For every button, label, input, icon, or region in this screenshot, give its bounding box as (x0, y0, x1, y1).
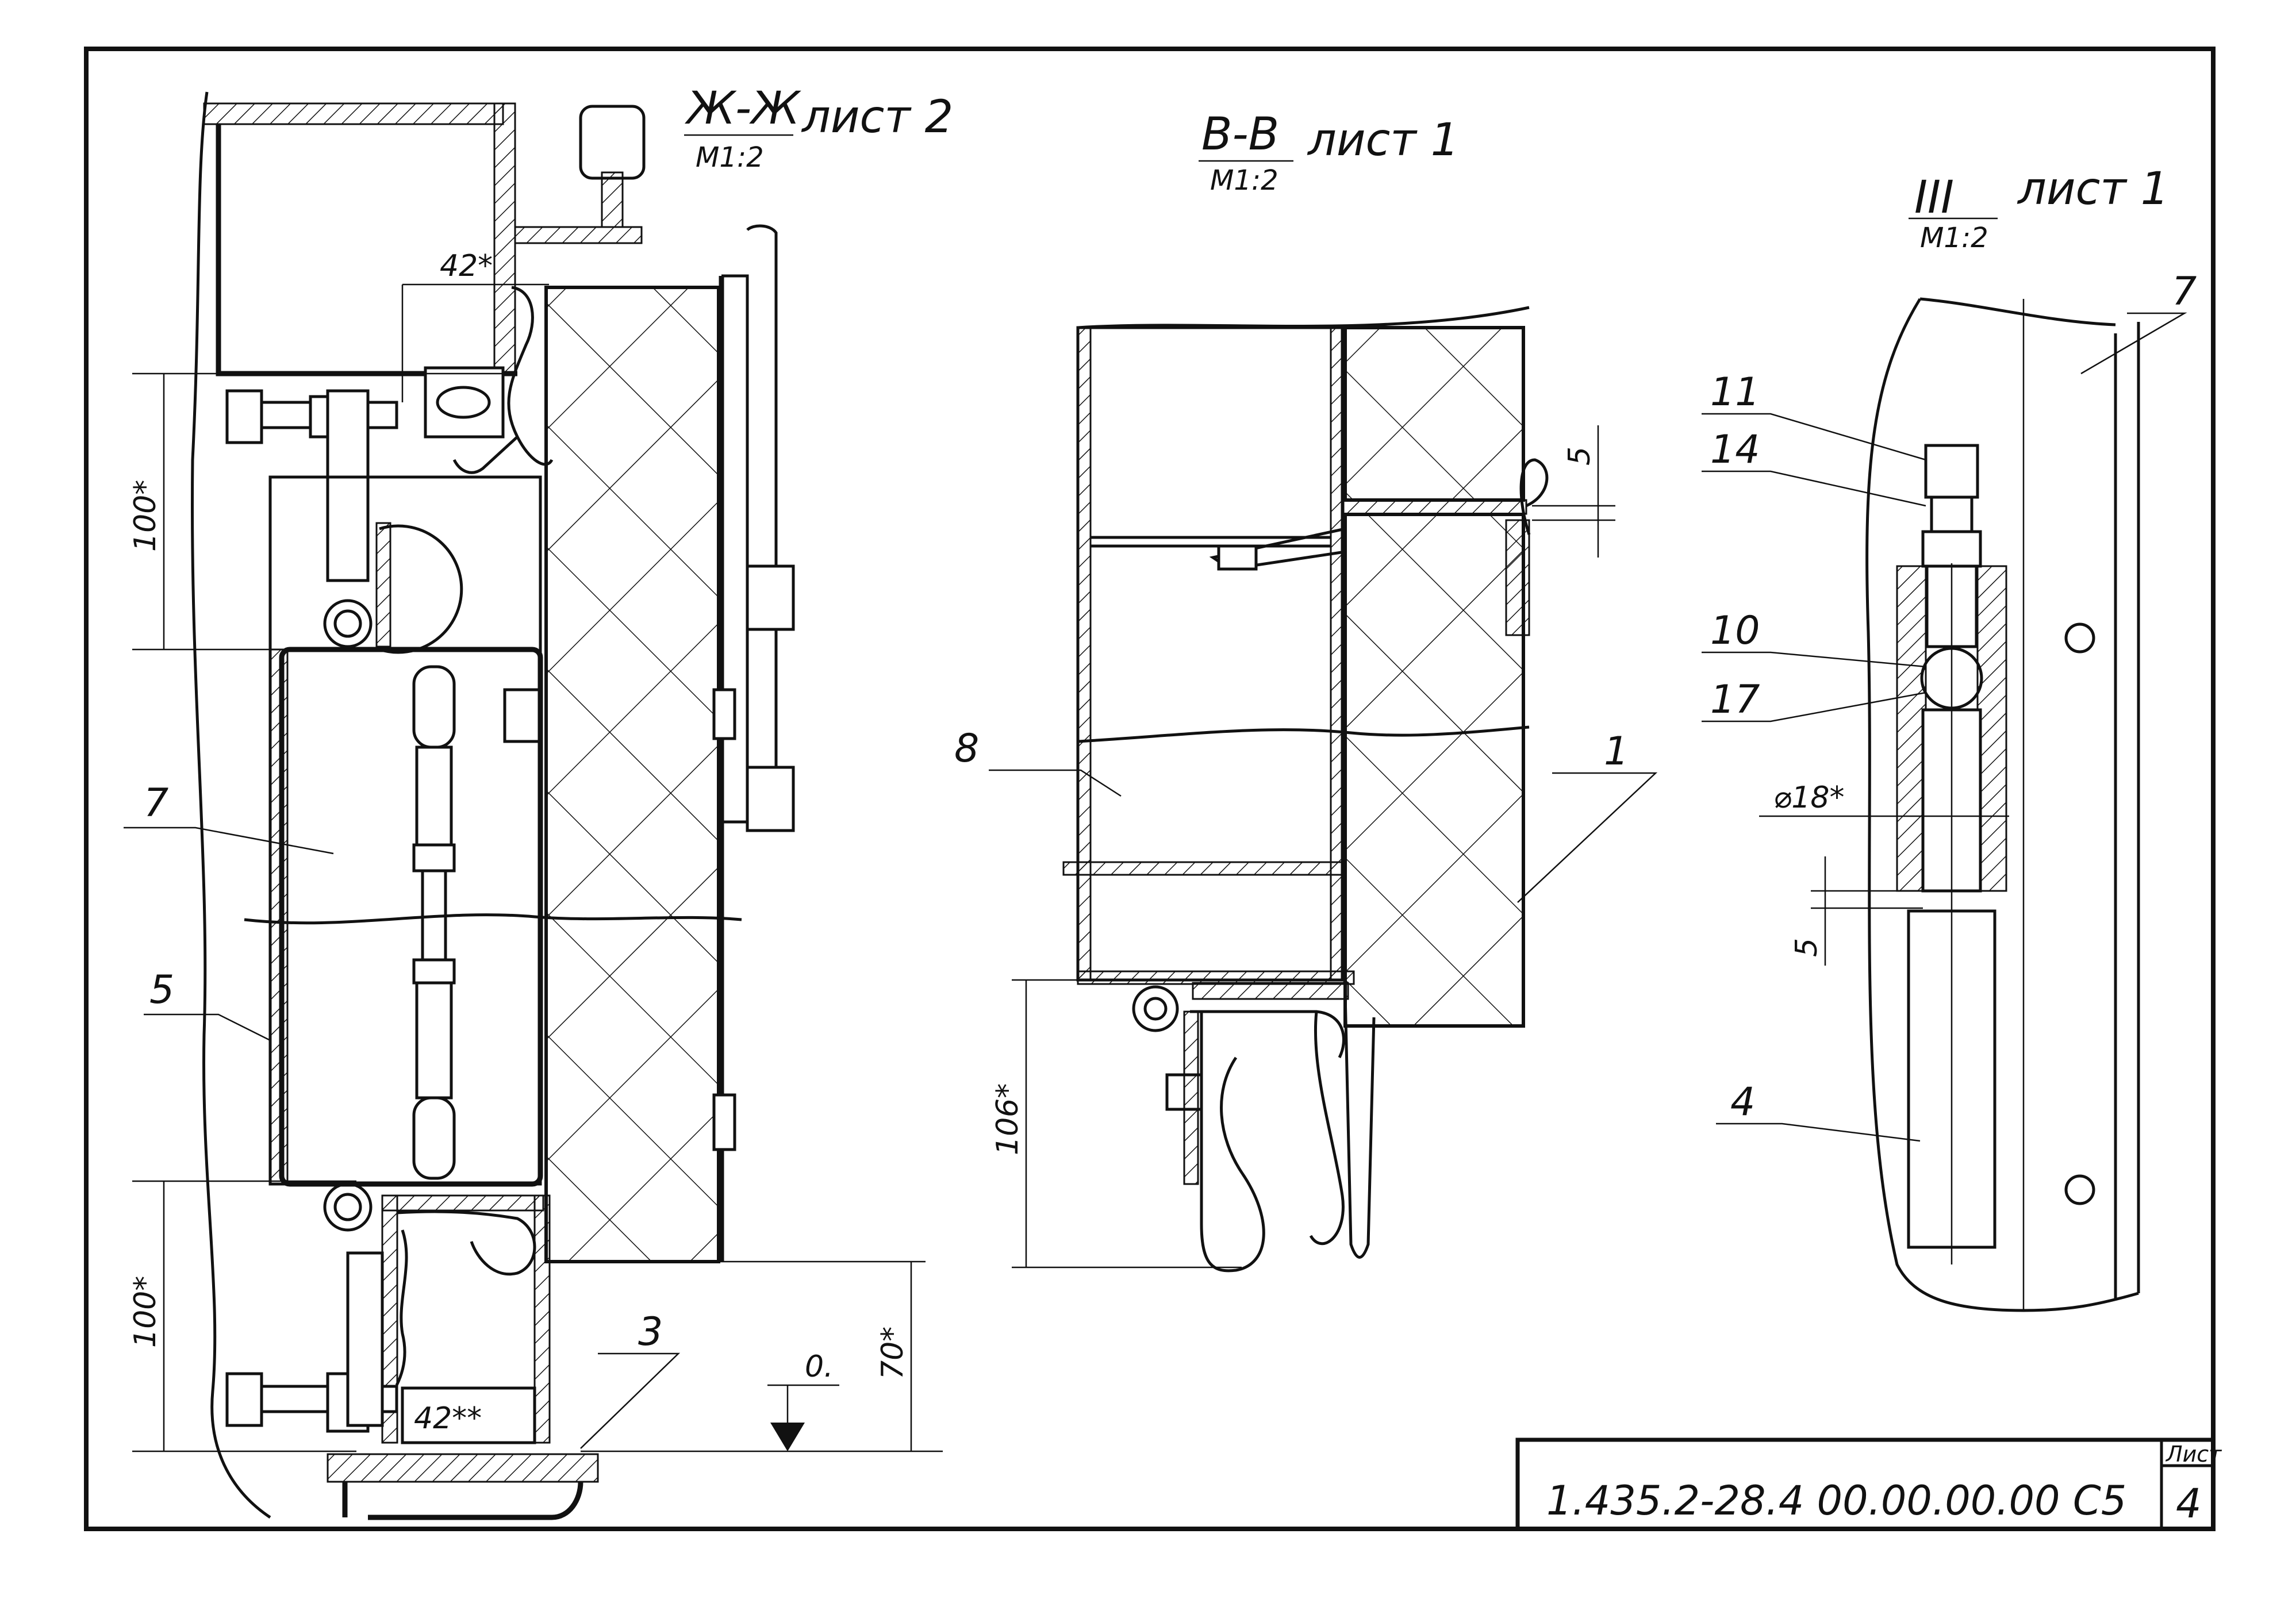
leader-3 (580, 1352, 681, 1449)
leader-7a (124, 827, 334, 855)
dimension-5-middle: 5 (1562, 447, 1597, 466)
svg-text:Ж-Ж: Ж-Ж (685, 83, 801, 134)
svg-text:М1:2: М1:2 (1920, 222, 1988, 254)
dimension-100-bottom: 100* (128, 1276, 163, 1348)
svg-text:III: III (1914, 172, 1954, 224)
leader-5 (144, 1013, 271, 1041)
section-title-iii: III М1:2 лист 1 (1909, 163, 2169, 254)
position-7-left: 7 (144, 781, 168, 826)
position-10: 10 (1710, 608, 1760, 654)
sheet-frame (84, 47, 2216, 1531)
position-17: 17 (1710, 677, 1760, 722)
position-7-detail: 7 (2172, 269, 2197, 314)
right-detail-view (1702, 297, 2187, 1312)
sheet-label: Лист (2165, 1442, 2222, 1467)
svg-text:В-В: В-В (1201, 109, 1279, 160)
position-14: 14 (1710, 427, 1760, 472)
dimension-42-bottom: 42** (414, 1401, 482, 1436)
position-11: 11 (1710, 370, 1760, 415)
svg-text:лист 1: лист 1 (2017, 163, 2169, 215)
svg-text:лист 2: лист 2 (801, 91, 953, 143)
svg-text:лист 1: лист 1 (1307, 114, 1459, 166)
position-5: 5 (149, 967, 174, 1013)
position-1: 1 (1604, 729, 1629, 774)
title-block: 1.435.2-28.4 00.00.00.00 С5 Лист 4 (1515, 1437, 2222, 1531)
middle-section-view (989, 306, 1658, 1273)
level-mark: 0. (805, 1350, 834, 1384)
position-4: 4 (1730, 1079, 1755, 1125)
dimension-70: 70* (876, 1327, 910, 1379)
sheet-number: 4 (2176, 1480, 2202, 1527)
dimension-42-top: 42* (440, 249, 493, 283)
position-8: 8 (954, 726, 979, 771)
section-title-vv: В-В М1:2 лист 1 (1199, 109, 1459, 197)
position-3: 3 (638, 1309, 663, 1355)
svg-text:М1:2: М1:2 (1210, 164, 1278, 197)
left-section-view (132, 91, 943, 1520)
section-title-zh: Ж-Ж М1:2 лист 2 (684, 83, 953, 174)
dimension-5-detail: 5 (1790, 938, 1824, 957)
document-code: 1.435.2-28.4 00.00.00.00 С5 (1546, 1477, 2126, 1524)
dimension-diameter-18: ⌀18* (1773, 781, 1844, 815)
dimension-100-top: 100* (128, 480, 163, 552)
dimension-106: 106* (990, 1083, 1025, 1155)
svg-text:М1:2: М1:2 (696, 141, 764, 174)
